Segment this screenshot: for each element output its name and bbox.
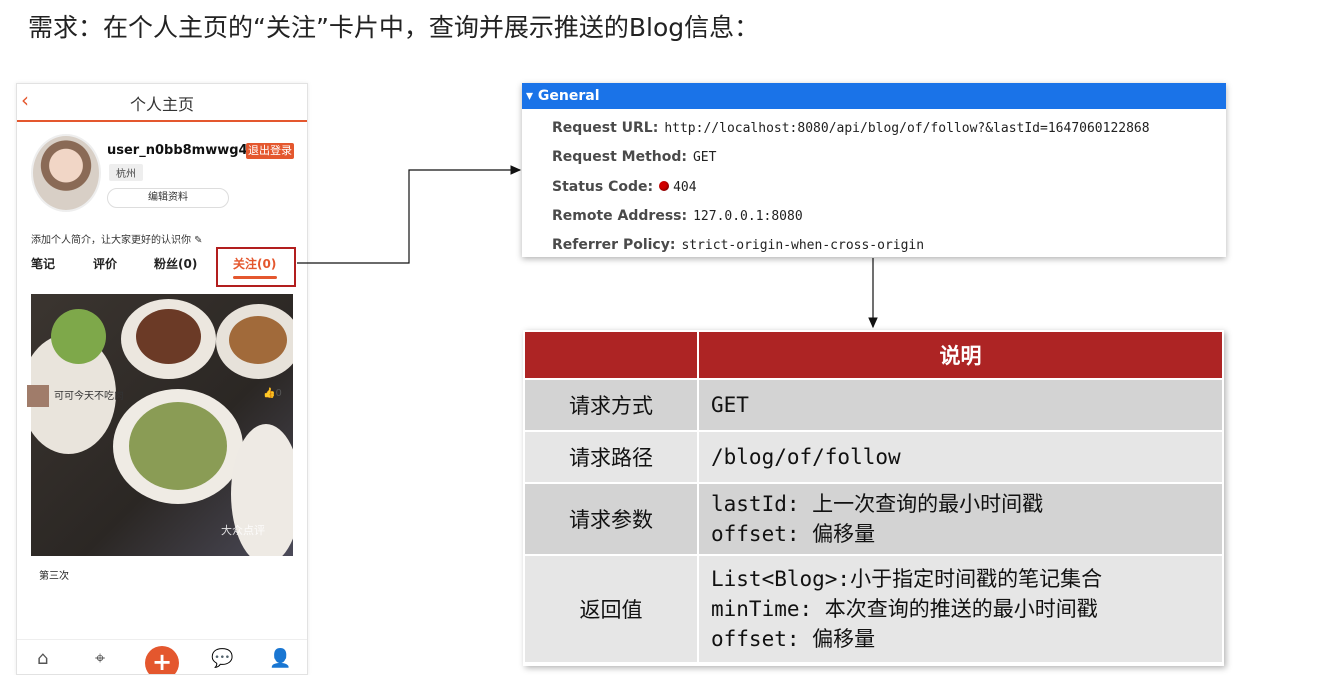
profile-header: ‹ 个人主页 [17, 84, 307, 122]
like-value: 0 [275, 388, 282, 399]
user-icon[interactable]: 👤 [269, 648, 292, 669]
chevron-left-icon[interactable]: ‹ [21, 88, 29, 112]
row-key: 请求路径 [523, 430, 699, 484]
api-spec-table: 说明 请求方式 GET 请求路径 /blog/of/follow 请求参数 la… [523, 330, 1224, 666]
add-icon[interactable]: + [145, 646, 179, 674]
logout-button[interactable]: 退出登录 [246, 143, 294, 159]
edit-profile-button[interactable]: 编辑资料 [107, 188, 229, 208]
status-code-row: Status Code:404 [552, 179, 697, 195]
request-url-row: Request URL:http://localhost:8080/api/bl… [552, 120, 1150, 136]
table-row: 请求路径 /blog/of/follow [523, 430, 1224, 484]
watermark: 大众点评 [221, 524, 265, 537]
table-header-description: 说明 [697, 330, 1224, 380]
row-key: 返回值 [523, 554, 699, 664]
author-name: 可可今天不吃肉 [54, 391, 124, 402]
phone-profile-screen: ‹ 个人主页 user_n0bb8mwwg4 退出登录 杭州 编辑资料 添加个人… [16, 83, 308, 675]
referrer-policy-value: strict-origin-when-cross-origin [681, 238, 925, 253]
caret-down-icon: ▾ [526, 88, 534, 104]
tab-follow[interactable]: 关注(0) [233, 257, 277, 271]
active-tab-indicator [233, 276, 277, 279]
profile-title: 个人主页 [129, 95, 194, 114]
table-row: 请求方式 GET [523, 378, 1224, 432]
avatar[interactable] [31, 134, 101, 212]
chat-icon[interactable]: 💬 [211, 648, 234, 669]
row-key: 请求方式 [523, 378, 699, 432]
devtools-general-panel: ▾ General Request URL:http://localhost:8… [522, 83, 1226, 257]
map-pin-icon[interactable]: ⌖ [95, 648, 106, 669]
general-title: General [537, 88, 600, 104]
general-section-toggle[interactable]: ▾ General [522, 83, 1226, 109]
status-code-value: 404 [673, 180, 697, 195]
row-value: /blog/of/follow [697, 430, 1224, 484]
row-value: GET [697, 378, 1224, 432]
username: user_n0bb8mwwg4 [107, 143, 248, 158]
row-key: 请求参数 [523, 482, 699, 556]
referrer-policy-row: Referrer Policy:strict-origin-when-cross… [552, 237, 925, 253]
blog-title: 第三次 [39, 571, 69, 582]
table-header-blank [523, 330, 699, 380]
profile-intro[interactable]: 添加个人简介，让大家更好的认识你 ✎ [31, 235, 203, 246]
like-count[interactable]: 👍0 [263, 388, 282, 399]
request-method-value: GET [692, 150, 717, 165]
bottom-nav: ⌂ ⌖ + 💬 👤 [17, 639, 307, 674]
follow-tab-highlight [216, 247, 296, 287]
author-avatar [27, 385, 49, 407]
home-icon[interactable]: ⌂ [37, 648, 49, 669]
thumbs-up-icon: 👍 [263, 388, 276, 399]
tab-notes[interactable]: 笔记 [31, 257, 56, 271]
page-heading: 需求：在个人主页的“关注”卡片中，查询并展示推送的Blog信息： [28, 13, 760, 42]
city-badge: 杭州 [109, 164, 143, 181]
request-method-row: Request Method:GET [552, 149, 717, 165]
tab-fans[interactable]: 粉丝(0) [154, 257, 198, 271]
request-url-value[interactable]: http://localhost:8080/api/blog/of/follow… [664, 121, 1150, 136]
error-status-icon [659, 181, 670, 191]
remote-address-row: Remote Address:127.0.0.1:8080 [552, 208, 803, 224]
tab-reviews[interactable]: 评价 [93, 257, 118, 271]
remote-address-value: 127.0.0.1:8080 [693, 209, 803, 224]
